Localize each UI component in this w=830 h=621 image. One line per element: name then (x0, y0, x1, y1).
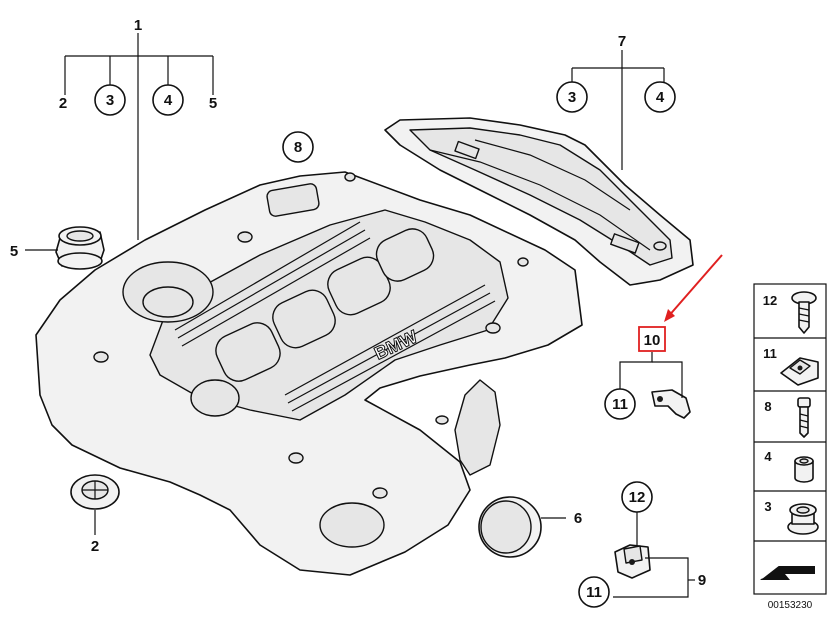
legend-row-12: 12 (763, 291, 817, 334)
callout-3-upper: 3 (94, 84, 126, 116)
svg-text:1: 1 (134, 17, 142, 34)
callout-4-upper: 4 (152, 84, 184, 116)
svg-text:5: 5 (209, 95, 217, 112)
callout-1: 1 (134, 17, 142, 34)
clip-nut-icon (780, 357, 819, 386)
callout-11-upper: 11 (604, 388, 636, 420)
callout-2-upper: 2 (59, 95, 67, 112)
bushing-icon (794, 456, 814, 483)
grommet-part-5 (55, 226, 105, 270)
legend-row-11: 11 (763, 346, 819, 386)
legend-arrow-icon (760, 563, 815, 580)
callout-5-left: 5 (10, 243, 18, 260)
diagram-code: 00153230 (768, 600, 813, 611)
svg-text:8: 8 (294, 139, 302, 156)
svg-text:5: 5 (10, 243, 18, 260)
engine-cover: BMW (35, 171, 583, 576)
callout-12: 12 (621, 481, 653, 513)
bolt-icon (797, 397, 811, 438)
cover-fins (174, 221, 496, 412)
svg-text:3: 3 (568, 89, 576, 106)
svg-text:4: 4 (656, 89, 665, 106)
legend-row-4: 4 (764, 449, 814, 483)
callout-3-right: 3 (556, 81, 588, 113)
highlight-arrow (664, 254, 723, 322)
callout-8: 8 (282, 131, 314, 163)
side-cover (384, 117, 694, 286)
callout-4-right: 4 (644, 81, 676, 113)
svg-text:11: 11 (763, 346, 777, 361)
callout-2-lower: 2 (91, 538, 99, 555)
callout-11-lower: 11 (578, 576, 610, 608)
callout-9: 9 (698, 572, 706, 589)
svg-text:12: 12 (763, 293, 777, 308)
cap-part-6 (478, 496, 542, 558)
callout-6: 6 (574, 510, 582, 527)
svg-text:7: 7 (618, 33, 626, 50)
legend-row-3: 3 (764, 499, 819, 535)
callout-10: 10 (638, 326, 666, 352)
svg-text:11: 11 (586, 584, 602, 601)
legend-row-8: 8 (764, 397, 811, 438)
svg-text:9: 9 (698, 572, 706, 589)
bracket-part-9 (614, 544, 651, 579)
screw-icon (791, 291, 817, 334)
leader-lines (25, 33, 695, 598)
grommet-icon (787, 503, 819, 535)
svg-text:2: 2 (59, 95, 67, 112)
callout-5-upper: 5 (209, 95, 217, 112)
clip-part-11-upper (651, 389, 691, 419)
svg-text:11: 11 (612, 396, 628, 413)
svg-text:4: 4 (164, 92, 173, 109)
svg-text:3: 3 (106, 92, 114, 109)
svg-text:6: 6 (574, 510, 582, 527)
cap-part-2 (70, 474, 120, 510)
svg-text:2: 2 (91, 538, 99, 555)
svg-text:3: 3 (764, 499, 771, 514)
callout-7: 7 (618, 33, 626, 50)
svg-text:10: 10 (644, 332, 661, 349)
svg-text:4: 4 (764, 449, 772, 464)
svg-text:8: 8 (764, 399, 771, 414)
fastener-legend: 12 11 8 4 (753, 283, 827, 595)
svg-text:12: 12 (629, 489, 646, 506)
